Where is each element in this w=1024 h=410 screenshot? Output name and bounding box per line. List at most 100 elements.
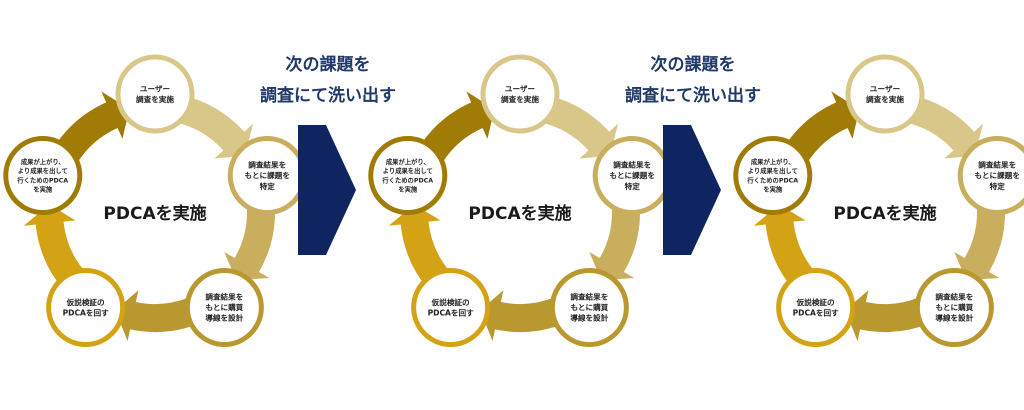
step-label-line: もとに課題を — [610, 170, 655, 180]
right-arrow-icon — [663, 125, 721, 255]
cycle-arrow-segment — [53, 91, 130, 164]
step-circle — [3, 136, 83, 216]
cycle-arrow-segment — [753, 204, 815, 290]
cycle-center-label: PDCAを実施 — [833, 203, 936, 224]
cycle-arrow-segment — [177, 95, 254, 159]
step-label-line: を実施 — [398, 185, 418, 194]
step-label-line: 導線を設計 — [205, 313, 243, 323]
step-label-line: 調査を実施 — [136, 94, 174, 104]
step-label-line: を実施 — [33, 185, 53, 194]
step-label-line: 行くためのPDCA — [746, 175, 798, 184]
step-label-line: より成果を出して — [383, 166, 433, 175]
cycle-arrow-segment — [480, 290, 565, 342]
step-label-line: もとに購買 — [570, 302, 608, 312]
right-arrow-icon — [298, 125, 356, 255]
step-label-line: 仮説検証の — [66, 297, 105, 307]
cycle-arrow-segment — [23, 204, 85, 290]
step-circle — [480, 54, 560, 134]
step-label-line: 仮説検証の — [796, 297, 835, 307]
step-label-line: 調査結果を — [248, 160, 286, 170]
step-label-line: 行くためのPDCA — [16, 175, 68, 184]
pdca-cycle: PDCAを実施ユーザー調査を実施調査結果をもとに課題を特定調査結果をもとに購買導… — [3, 54, 307, 347]
step-circle — [957, 136, 1024, 216]
step-circle — [914, 267, 994, 347]
step-label-line: 特定 — [990, 181, 1006, 191]
step-label-line: PDCAを回す — [63, 308, 110, 317]
step-label-line: ユーザー — [870, 84, 900, 93]
step-label-line: 特定 — [625, 181, 641, 191]
step-circle — [184, 267, 264, 347]
cycle-arrow-segment — [845, 290, 930, 342]
cycle-arrow-segment — [115, 290, 200, 342]
step-label-line: もとに課題を — [975, 170, 1020, 180]
step-label-line: 成果が上がり、 — [386, 157, 430, 166]
step-label-line: もとに購買 — [205, 302, 243, 312]
step-label-line: 導線を設計 — [935, 313, 973, 323]
connector-label-line: 調査にて洗い出す — [260, 85, 396, 106]
step-circle — [845, 54, 925, 134]
connector-label-line: 調査にて洗い出す — [625, 85, 761, 106]
cycle-arrow-segment — [388, 204, 450, 290]
step-label-line: より成果を出して — [18, 166, 68, 175]
cycle-center-label: PDCAを実施 — [468, 203, 571, 224]
step-label-line: を実施 — [763, 185, 783, 194]
pdca-cycle: PDCAを実施ユーザー調査を実施調査結果をもとに課題を特定調査結果をもとに購買導… — [368, 54, 672, 347]
step-label-line: 成果が上がり、 — [21, 157, 65, 166]
connector-label-line: 次の課題を — [286, 54, 371, 75]
cycle-center-label: PDCAを実施 — [103, 203, 206, 224]
cycle-arrow-segment — [783, 91, 860, 164]
step-label-line: 調査を実施 — [866, 94, 904, 104]
cycle-arrow-segment — [224, 203, 275, 281]
step-circle — [115, 54, 195, 134]
step-circle — [46, 267, 126, 347]
step-label-line: 調査結果を — [978, 160, 1016, 170]
connector-label-line: 次の課題を — [651, 54, 736, 75]
step-circle — [776, 267, 856, 347]
step-label-line: ユーザー — [505, 84, 535, 93]
step-label-line: もとに購買 — [935, 302, 973, 312]
step-circle — [368, 136, 448, 216]
step-label-line: 調査結果を — [205, 292, 243, 302]
cycle-arrow-segment — [907, 95, 984, 159]
step-label-line: PDCAを回す — [428, 308, 475, 317]
step-label-line: 調査結果を — [613, 160, 651, 170]
step-label-line: 調査結果を — [570, 292, 608, 302]
cycle-arrow-segment — [954, 203, 1005, 281]
cycle-arrow-segment — [542, 95, 619, 159]
step-circle — [411, 267, 491, 347]
step-label-line: 導線を設計 — [570, 313, 608, 323]
cycle-arrow-segment — [589, 203, 641, 281]
step-label-line: 仮説検証の — [431, 297, 470, 307]
step-label-line: PDCAを回す — [793, 308, 840, 317]
step-circle — [549, 267, 629, 347]
step-label-line: より成果を出して — [748, 166, 798, 175]
step-label-line: 特定 — [260, 181, 276, 191]
step-label-line: 調査を実施 — [501, 94, 539, 104]
step-label-line: 調査結果を — [935, 292, 973, 302]
step-label-line: もとに課題を — [245, 170, 290, 180]
pdca-cycle: PDCAを実施ユーザー調査を実施調査結果をもとに課題を特定調査結果をもとに購買導… — [733, 54, 1024, 347]
step-circle — [733, 136, 813, 216]
step-label-line: ユーザー — [140, 84, 170, 93]
step-label-line: 成果が上がり、 — [751, 157, 795, 166]
step-label-line: 行くためのPDCA — [381, 175, 433, 184]
cycle-arrow-segment — [418, 91, 495, 164]
